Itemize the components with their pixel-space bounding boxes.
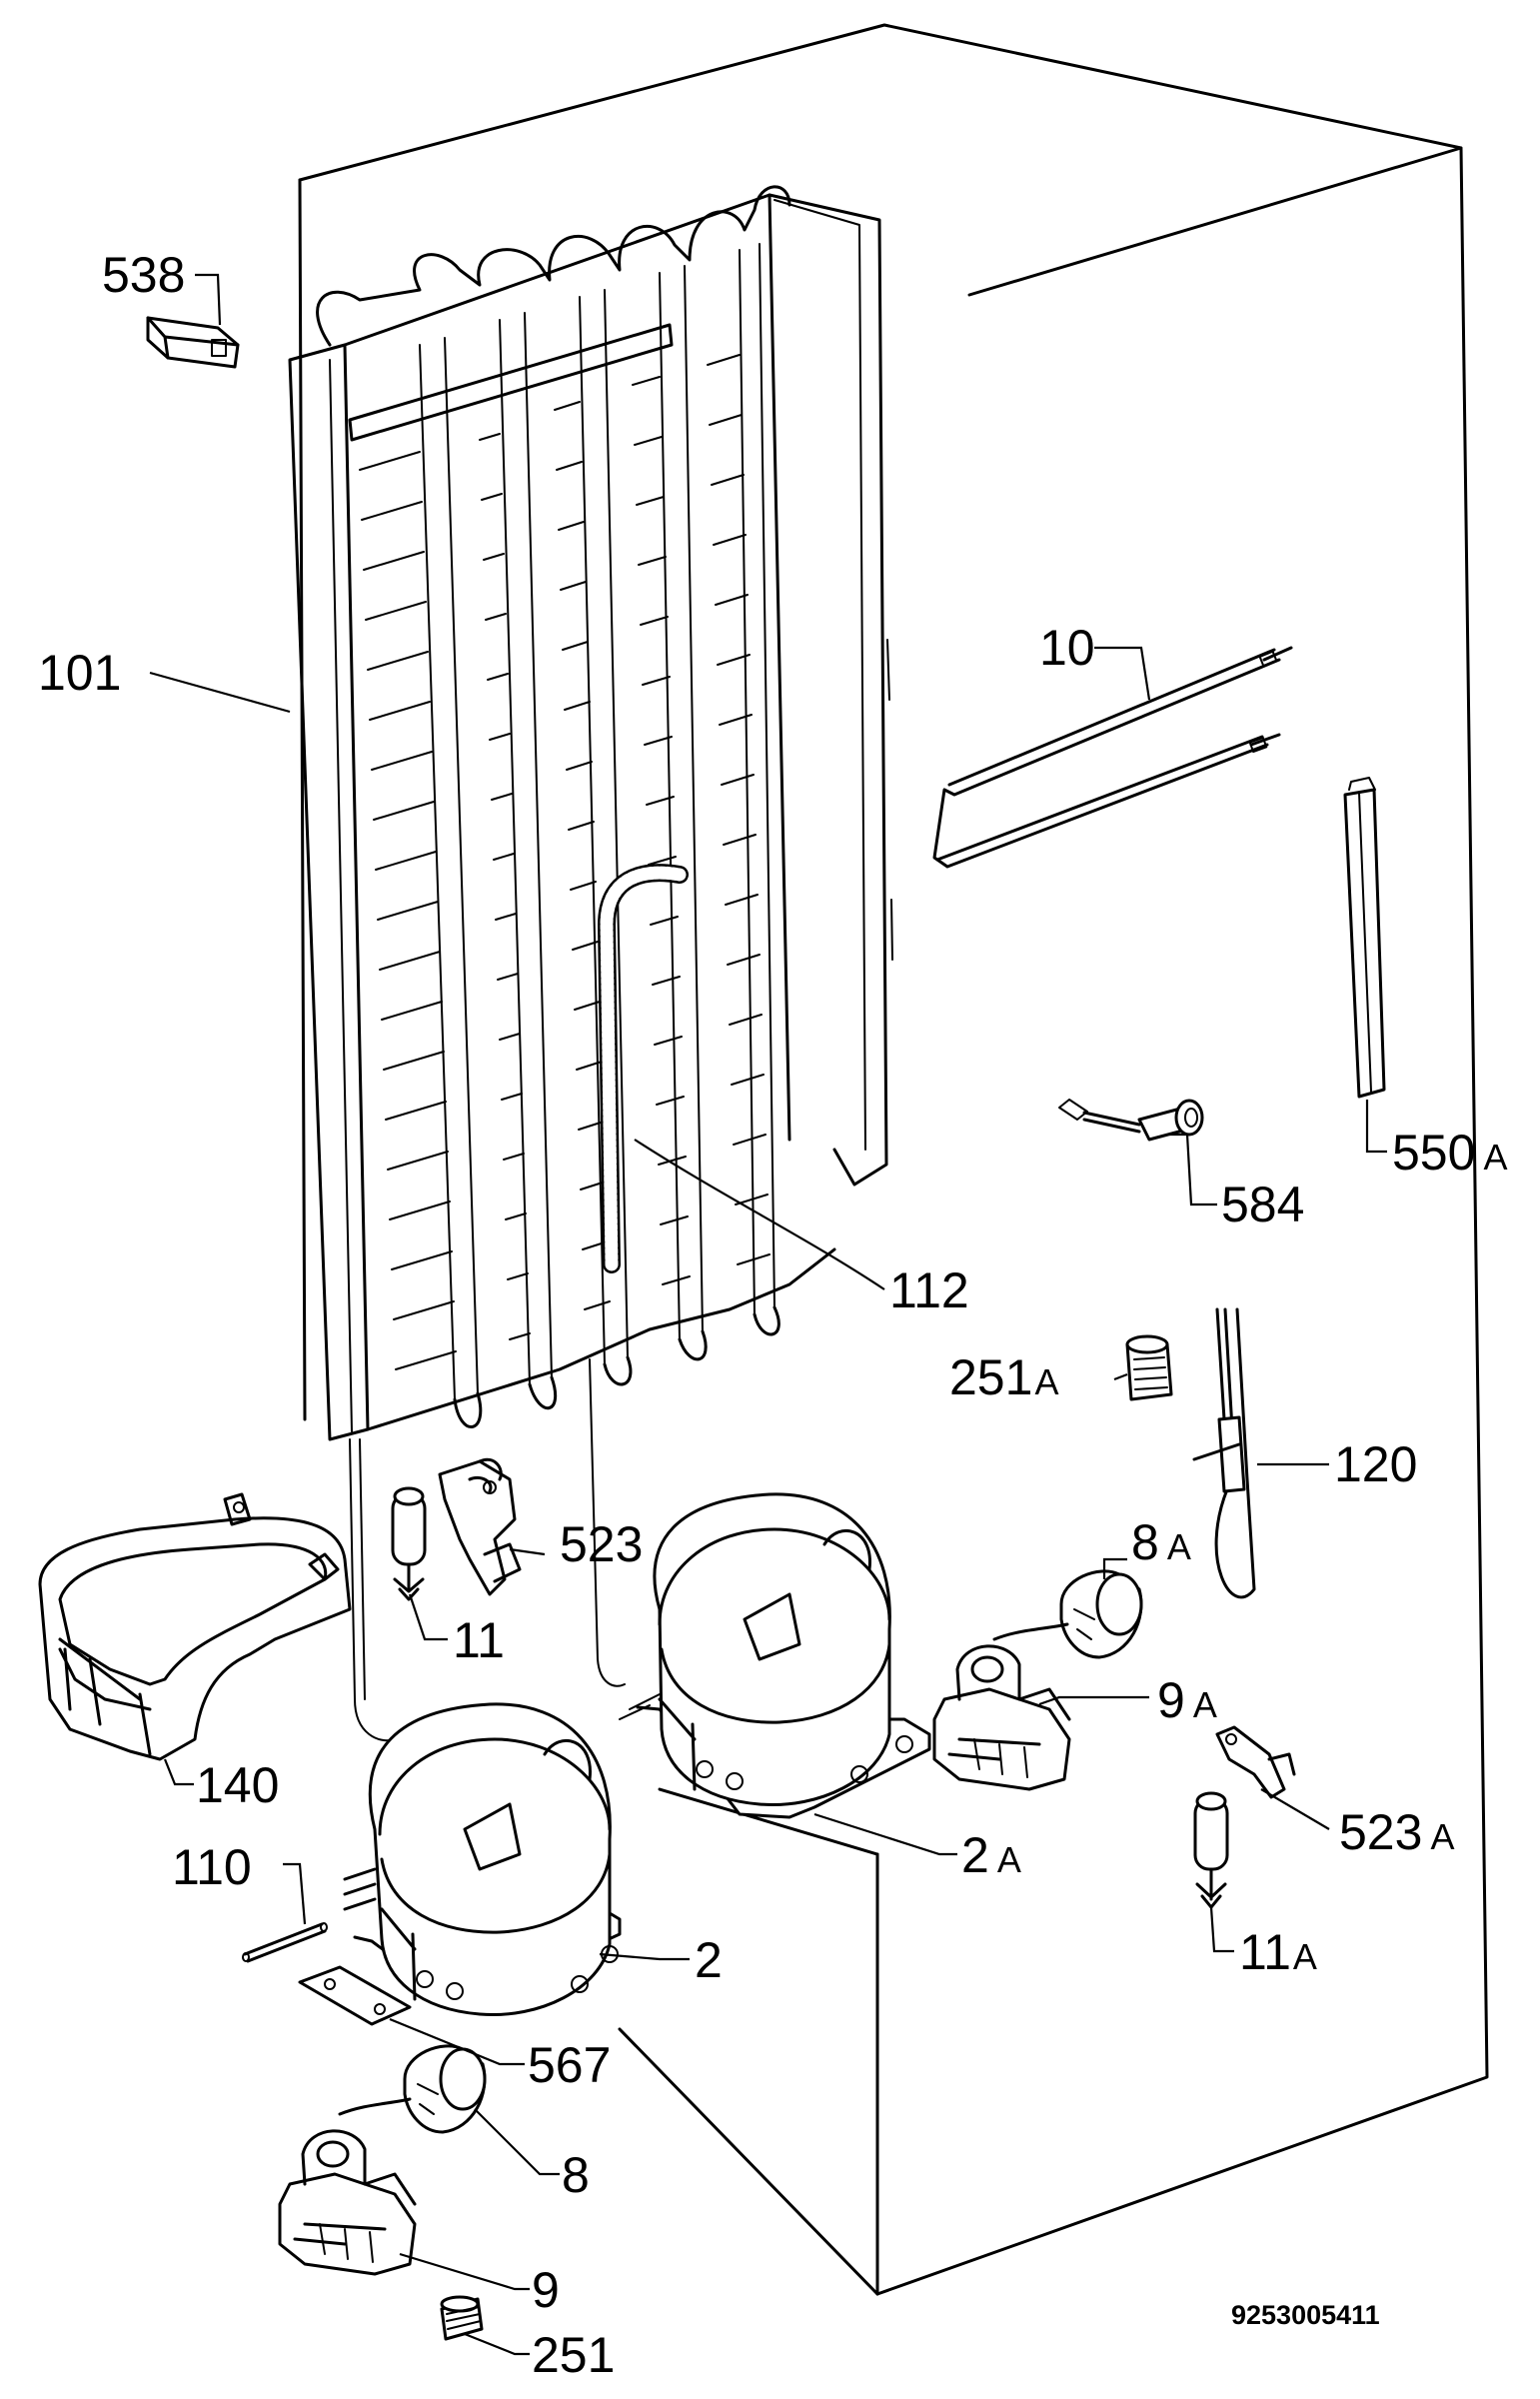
label-9: 9 [532, 2262, 560, 2318]
part-9-bracket [278, 2129, 417, 2276]
label-251: 251 [532, 2327, 615, 2383]
part-110-pin [242, 1922, 328, 1963]
label-584: 584 [1221, 1177, 1304, 1232]
part-9a-bracket [932, 1644, 1071, 1791]
part-550a-strip [1343, 777, 1386, 1099]
label-120: 120 [1334, 1436, 1417, 1492]
label-140: 140 [196, 1757, 279, 1813]
part-584-sensor [1058, 1099, 1204, 1142]
part-2-compressor [343, 1702, 622, 2017]
part-523a-clip [1215, 1725, 1296, 1799]
label-110: 110 [172, 1839, 252, 1895]
part-140-tray [38, 1492, 352, 1761]
part-10-tube [932, 646, 1293, 869]
part-251a-bushing [1125, 1334, 1173, 1401]
part-2a-compressor [619, 1492, 931, 1819]
label-10: 10 [1039, 620, 1095, 676]
condenser-101 [288, 185, 888, 1742]
label-112: 112 [889, 1262, 969, 1318]
part-11a-capacitor [1193, 1791, 1229, 1909]
label-567: 567 [528, 2037, 611, 2093]
part-11-capacitor [391, 1486, 427, 1601]
part-538-cap [146, 316, 240, 369]
part-8-relay [338, 2044, 487, 2134]
part-251-bushing [440, 2295, 484, 2341]
document-number: 9253005411 [1231, 2300, 1380, 2330]
label-8: 8 [562, 2147, 590, 2203]
label-11a: 11A [1239, 1924, 1317, 1980]
label-101: 101 [38, 645, 121, 701]
label-251a: 251A [949, 1349, 1058, 1405]
part-8a-relay [992, 1569, 1143, 1659]
leader-lines [149, 273, 1387, 2356]
label-11: 11 [453, 1612, 505, 1668]
part-120-heater [1192, 1307, 1256, 1599]
part-567-plate [298, 1965, 412, 2026]
label-538: 538 [102, 247, 185, 303]
label-2: 2 [695, 1932, 723, 1988]
cabinet-outline [298, 23, 1489, 2296]
label-523: 523 [560, 1516, 643, 1572]
part-523-clip [438, 1457, 522, 1596]
drier-coil-112 [597, 864, 689, 1273]
